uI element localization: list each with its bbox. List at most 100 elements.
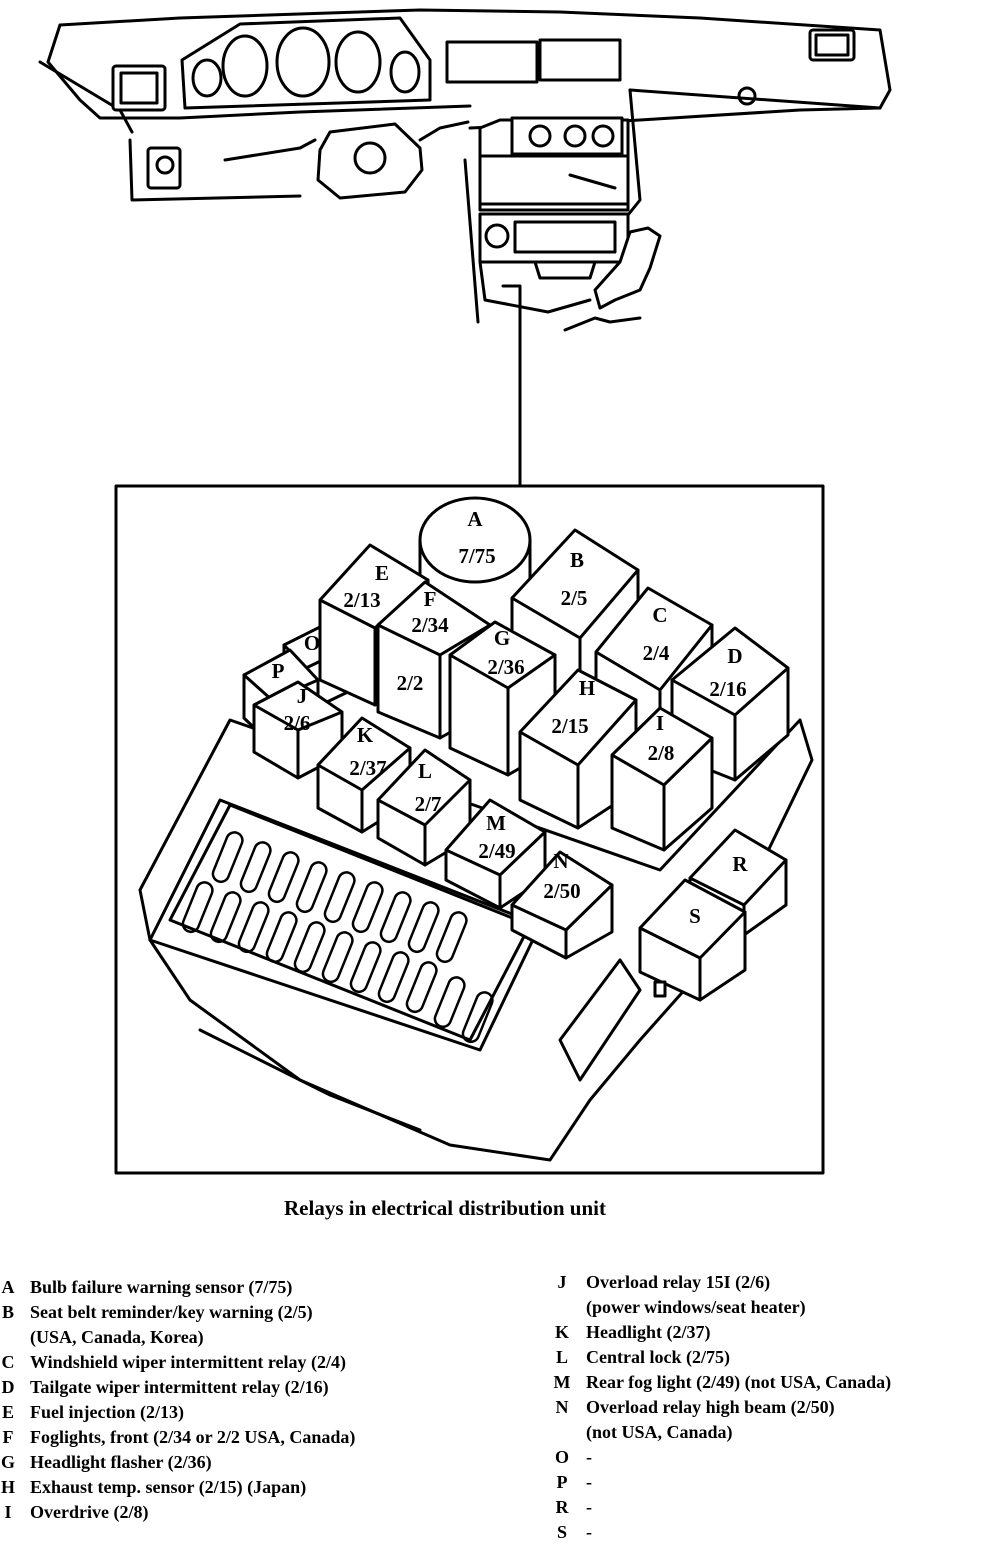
legend-text: (power windows/seat heater) [586,1297,806,1317]
legend-key: S [556,1522,567,1542]
legend-row: F Foglights, front (2/34 or 2/2 USA, Cana… [0,1425,356,1450]
legend-row: G Headlight flasher (2/36) [0,1450,355,1475]
legend-text: Tailgate wiper intermittent relay (2/16) [30,1377,329,1397]
legend-row: L Central lock (2/75) [538,1345,891,1370]
legend-row: B Seat belt reminder/key warning (2/5) [0,1300,355,1325]
relay-A-letter: A [467,507,483,531]
legend-key: O [554,1447,569,1467]
relay-B-letter: B [570,548,584,572]
relay-F-letter: F [424,587,437,611]
relay-N [510,850,614,960]
legend-row: A Bulb failure warning sensor (7/75) [0,1275,355,1300]
relay-F-code-alt: 2/2 [397,671,424,695]
relay-J-letter: J [297,684,308,708]
legend-key [538,1295,586,1320]
legend-row: N Overload relay high beam (2/50) [538,1395,891,1420]
relay-H-letter: H [579,676,595,700]
legend-row: J Overload relay 15I (2/6) [538,1270,891,1295]
legend-text: - [586,1447,592,1467]
relay-C-code: 2/4 [643,641,670,665]
relay-panel-frame [114,484,825,1175]
legend-row: (power windows/seat heater) [538,1295,891,1320]
legend-text: Headlight flasher (2/36) [30,1452,212,1472]
legend-row: D Tailgate wiper intermittent relay (2/16… [0,1375,355,1400]
relay-E-letter: E [375,561,389,585]
legend-text: (USA, Canada, Korea) [30,1327,204,1347]
legend-text: Central lock (2/75) [586,1347,730,1367]
legend-key: I [4,1502,12,1522]
relay-P-letter: P [272,659,285,683]
relay-L-code: 2/7 [415,792,442,816]
legend-text: - [586,1497,592,1517]
relay-G-code: 2/36 [487,655,524,679]
legend-key: F [2,1427,14,1447]
legend-key: A [1,1277,15,1297]
relay-C-letter: C [652,603,667,627]
relay-I-code: 2/8 [648,741,675,765]
legend-row: S- [538,1520,891,1545]
legend-text: Seat belt reminder/key warning (2/5) [30,1302,313,1322]
legend-row: E Fuel injection (2/13) [0,1400,355,1425]
legend-text: Windshield wiper intermittent relay (2/4… [30,1352,346,1372]
legend-row: (not USA, Canada) [538,1420,891,1445]
relay-J-code: 2/6 [284,711,311,735]
relay-L-letter: L [418,759,432,783]
legend-key: N [555,1397,569,1417]
relay-D-code: 2/16 [709,677,746,701]
legend-key: G [0,1452,15,1472]
relay-E-code: 2/13 [343,588,380,612]
legend-row: O- [538,1445,891,1470]
legend-key: M [553,1372,571,1392]
legend-text: Overload relay high beam (2/50) [586,1397,835,1417]
relay-G-letter: G [494,626,510,650]
legend-key: L [555,1347,568,1367]
legend-row: H Exhaust temp. sensor (2/15) (Japan) [0,1475,355,1500]
legend-row: P- [538,1470,891,1495]
relay-F-code: 2/34 [411,613,449,637]
legend-key: R [555,1497,569,1517]
relay-I [610,706,714,852]
legend-key: P [556,1472,568,1492]
legend-key: E [1,1402,14,1422]
legend-text: Overdrive (2/8) [30,1502,149,1522]
relay-K-code: 2/37 [349,756,386,780]
legend-key: C [1,1352,15,1372]
relay-A-code: 7/75 [458,544,495,568]
relay-I-letter: I [656,711,664,735]
legend-row: R- [538,1495,891,1520]
legend-key: D [1,1377,15,1397]
dashboard-illustration [38,8,892,486]
legend-text: Headlight (2/37) [586,1322,711,1342]
legend-right: J Overload relay 15I (2/6) (power windows/… [538,1270,892,1545]
legend-text: - [586,1472,592,1492]
legend-text: Exhaust temp. sensor (2/15) (Japan) [30,1477,307,1497]
legend-text: Bulb failure warning sensor (7/75) [30,1277,293,1297]
relay-M-code: 2/49 [478,839,515,863]
legend-key: B [1,1302,14,1322]
legend-row: I Overdrive (2/8) [0,1500,355,1525]
relay-N-letter: N [553,849,568,873]
legend-text: (not USA, Canada) [586,1422,733,1442]
legend-text: - [586,1522,592,1542]
legend-row: (USA, Canada, Korea) [0,1325,355,1350]
legend-row: C Windshield wiper intermittent relay (2/… [0,1350,355,1375]
relay-J [252,680,344,780]
legend-text: Overload relay 15I (2/6) [586,1272,771,1292]
legend-left: A Bulb failure warning sensor (7/75) B Seat… [0,1275,355,1525]
legend-key: J [557,1272,567,1292]
legend-key [538,1420,586,1445]
legend-text: Fuel injection (2/13) [30,1402,184,1422]
relay-H-code: 2/15 [551,714,588,738]
distribution-unit-base [138,718,814,1162]
relay-D-letter: D [727,644,742,668]
relay-S-letter: S [689,904,701,928]
relay-N-code: 2/50 [543,879,580,903]
relay-R-letter: R [732,852,748,876]
relay-M-letter: M [486,811,506,835]
legend-key: H [0,1477,15,1497]
relay-B-code: 2/5 [561,586,588,610]
legend-text: Foglights, front (2/34 or 2/2 USA, Canad… [30,1427,356,1447]
